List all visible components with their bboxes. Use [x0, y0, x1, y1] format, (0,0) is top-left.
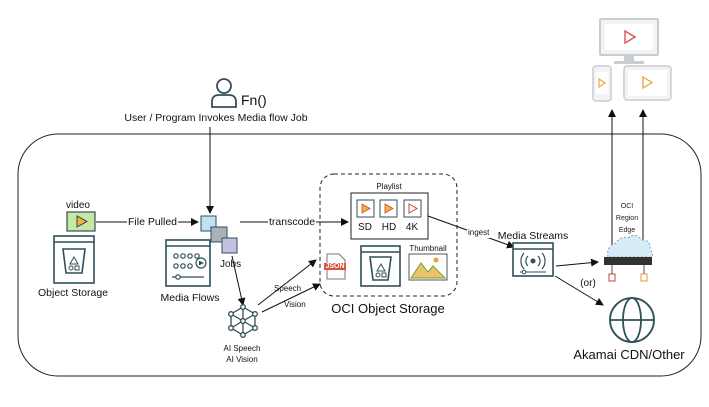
- ai-network-icon: [228, 304, 258, 338]
- media-flows-icon: [165, 239, 211, 287]
- edge-label-edge: Edge: [618, 227, 636, 234]
- ingest-label: ingest: [467, 228, 491, 238]
- media-streams-label: Media Streams: [497, 230, 569, 242]
- media-streams-icon: [512, 242, 554, 277]
- play-icon-hd: [379, 199, 398, 218]
- file-pulled-label: File Pulled: [127, 216, 179, 228]
- phone-icon: [592, 65, 612, 102]
- vision-label: Vision: [284, 300, 306, 309]
- bucket-icon-source: [53, 235, 95, 284]
- playlist-label: Playlist: [376, 182, 402, 191]
- json-file-icon: [324, 253, 346, 280]
- rendition-sd-label: SD: [358, 222, 372, 233]
- speech-arrow: [257, 259, 317, 306]
- thumbnail-label: Thumbnail: [409, 244, 447, 253]
- tablet-icon: [623, 65, 672, 101]
- actor-caption: User / Program Invokes Media flow Job: [124, 112, 308, 124]
- jobs-icon: [200, 215, 238, 254]
- video-badge-label: video: [66, 200, 90, 211]
- play-icon-source: [66, 211, 96, 232]
- region-container: [17, 133, 702, 377]
- ai-vision-label: AI Vision: [226, 355, 258, 364]
- play-icon-sd: [356, 199, 375, 218]
- rendition-hd-label: HD: [381, 222, 397, 233]
- media-flows-label: Media Flows: [160, 292, 220, 304]
- desktop-monitor-icon: [599, 18, 659, 64]
- oci-object-storage-label: OCI Object Storage: [331, 301, 445, 316]
- vision-arrow: [261, 283, 321, 313]
- cdn-globe-icon: [609, 297, 655, 343]
- or-label: (or): [580, 278, 596, 289]
- thumbnail-icon: [408, 253, 448, 281]
- ai-speech-label: AI Speech: [223, 344, 261, 353]
- jobs-label: Jobs: [220, 259, 242, 270]
- streams-to-edge-arrow: [555, 258, 599, 267]
- jobs-to-ai-arrow: [231, 255, 246, 306]
- play-icon-4k: [403, 199, 422, 218]
- speech-label: Speech: [274, 284, 302, 293]
- edge-label-region: Region: [615, 215, 639, 222]
- source-storage-label: Object Storage: [37, 287, 109, 299]
- oci-object-storage-container: [319, 173, 458, 297]
- transcode-label: transcode: [268, 216, 317, 228]
- cdn-label: Akamai CDN/Other: [573, 347, 685, 362]
- oci-edge-column: [604, 109, 654, 282]
- bucket-icon-storage: [360, 245, 401, 287]
- rendition-4k-label: 4K: [405, 222, 419, 233]
- streams-to-cdn-arrow: [554, 275, 604, 306]
- edge-label-oci: OCI: [620, 203, 634, 210]
- actor-label: Fn(): [241, 92, 267, 108]
- json-tag: JSON: [325, 263, 345, 270]
- user-icon: [211, 78, 237, 108]
